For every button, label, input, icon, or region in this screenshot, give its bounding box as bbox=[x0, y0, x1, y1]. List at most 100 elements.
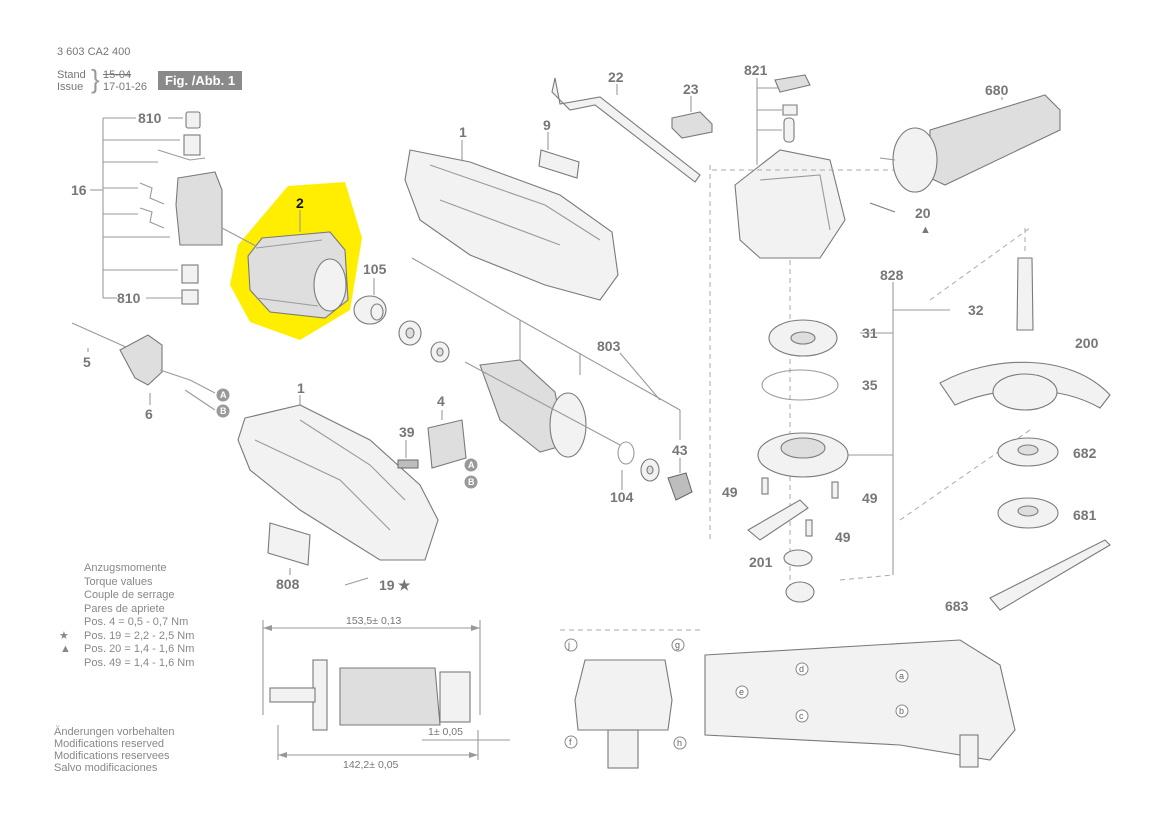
dimension-overall: 153,5± 0,13 bbox=[346, 615, 402, 627]
callout-h-circle bbox=[673, 736, 687, 750]
issue-date: 17-01-26 bbox=[103, 81, 148, 93]
torque-row: Pos. 4 = 0,5 - 0,7 Nm bbox=[84, 616, 189, 628]
torque-title-de: Anzugsmomente bbox=[84, 562, 167, 574]
part-label: 828 bbox=[880, 267, 904, 283]
part-label: 201 bbox=[749, 554, 773, 570]
part-label: 104 bbox=[610, 489, 634, 505]
clip bbox=[397, 459, 419, 469]
part-label: 681 bbox=[1073, 507, 1097, 523]
callout-f-circle bbox=[564, 735, 578, 749]
part-label: 32 bbox=[968, 302, 984, 318]
torque-title-fr: Couple de serrage bbox=[84, 589, 175, 601]
modifications-note: Änderungen vorbehalten Modifications res… bbox=[54, 726, 174, 774]
svg-text:g: g bbox=[675, 640, 680, 650]
armature-dimension-drawing bbox=[262, 620, 510, 760]
callout-j-circle bbox=[564, 638, 578, 652]
svg-text:c: c bbox=[799, 711, 804, 721]
part-label: 49 bbox=[862, 490, 878, 506]
motor-housing-lower bbox=[237, 395, 439, 561]
part-label: 683 bbox=[945, 598, 969, 614]
stand-date: 15-04 bbox=[103, 69, 132, 81]
svg-text:B: B bbox=[220, 406, 227, 416]
mod-de: Änderungen vorbehalten bbox=[54, 726, 175, 738]
svg-text:d: d bbox=[799, 664, 804, 674]
triangle-icon: ▲ bbox=[920, 224, 931, 236]
revision-dates: 15-04 17-01-26 bbox=[103, 69, 147, 93]
mod-es: Salvo modificaciones bbox=[54, 762, 158, 774]
part-label: 19 bbox=[379, 577, 395, 593]
torque-values: Anzugsmomente Torque values Couple de se… bbox=[59, 562, 195, 670]
gear-head bbox=[712, 74, 920, 259]
part-label: 20 bbox=[915, 205, 931, 221]
svg-text:a: a bbox=[899, 671, 904, 681]
stand-label: Stand bbox=[57, 69, 86, 81]
part-label: 808 bbox=[276, 576, 300, 592]
part-label: 680 bbox=[985, 82, 1009, 98]
o-ring bbox=[617, 441, 635, 465]
label-plate bbox=[538, 149, 580, 179]
part-label: 23 bbox=[683, 81, 699, 97]
callout-d-circle bbox=[795, 662, 809, 676]
gasket bbox=[761, 369, 839, 401]
callout-g-circle bbox=[671, 638, 685, 652]
part-label: 810 bbox=[138, 110, 162, 126]
part-number: 3 603 CA2 400 bbox=[57, 46, 131, 58]
part-label: 803 bbox=[597, 338, 621, 354]
part-label: 31 bbox=[862, 325, 878, 341]
dimension-body: 142,2± 0,05 bbox=[343, 759, 399, 771]
callout-e-circle bbox=[735, 685, 749, 699]
svg-text:A: A bbox=[220, 390, 227, 400]
svg-text:j: j bbox=[567, 640, 570, 650]
torque-row: Pos. 20 = 1,4 - 1,6 Nm▲ bbox=[60, 643, 195, 655]
part-label: 810 bbox=[117, 290, 141, 306]
part-label: 682 bbox=[1073, 445, 1097, 461]
part-label: 16 bbox=[71, 182, 87, 198]
callout-b-circle bbox=[216, 404, 230, 418]
part-labels: 810 810 16 2 1 1 9 22 23 821 680 20 105 … bbox=[71, 62, 1099, 614]
revision-block: Stand Issue bbox=[57, 69, 86, 93]
part-label: 2 bbox=[296, 195, 304, 211]
torque-row: Pos. 49 = 1,4 - 1,6 Nm bbox=[84, 656, 195, 669]
screw-49 bbox=[805, 519, 813, 537]
spanner bbox=[989, 539, 1111, 611]
callout-a-circle bbox=[464, 458, 478, 472]
svg-text:f: f bbox=[569, 737, 572, 747]
side-view bbox=[704, 639, 1016, 768]
switch-button bbox=[671, 111, 713, 139]
issue-label: Issue bbox=[57, 81, 84, 93]
power-cable bbox=[71, 322, 216, 411]
switch-rod bbox=[551, 77, 701, 183]
part-label: 200 bbox=[1075, 335, 1099, 351]
electronic-module bbox=[427, 419, 467, 469]
washer bbox=[783, 549, 813, 567]
part-label: 39 bbox=[399, 424, 415, 440]
torque-title-en: Torque values bbox=[84, 575, 153, 588]
stator-part-2 bbox=[221, 210, 349, 319]
nameplate bbox=[267, 522, 311, 566]
spindle bbox=[1016, 257, 1034, 331]
screw-49 bbox=[831, 481, 839, 499]
part-label: 105 bbox=[363, 261, 387, 277]
mod-en: Modifications reserved bbox=[54, 738, 165, 750]
star-icon: ★ bbox=[398, 577, 411, 593]
lever bbox=[747, 499, 809, 541]
part-label: 1 bbox=[297, 380, 305, 396]
part-label: 821 bbox=[744, 62, 768, 78]
svg-text:h: h bbox=[677, 738, 682, 748]
part-label: 49 bbox=[835, 529, 851, 545]
brush-holder-assembly bbox=[90, 111, 223, 305]
callout-b-small-circle bbox=[895, 704, 909, 718]
screw-20 bbox=[869, 202, 896, 213]
callouts: A B A B j g f h d e c a b bbox=[216, 388, 909, 750]
svg-text:B: B bbox=[468, 477, 475, 487]
svg-text:A: A bbox=[468, 460, 475, 470]
figure-label: Fig. /Abb. 1 bbox=[158, 71, 243, 90]
part-label: 1 bbox=[459, 124, 467, 140]
part-label: 43 bbox=[672, 442, 688, 458]
torque-title-es: Pares de apriete bbox=[84, 602, 165, 615]
part-label: 5 bbox=[83, 354, 91, 370]
part-label: 35 bbox=[862, 377, 878, 393]
armature bbox=[411, 257, 681, 458]
spring-washer bbox=[785, 581, 815, 603]
